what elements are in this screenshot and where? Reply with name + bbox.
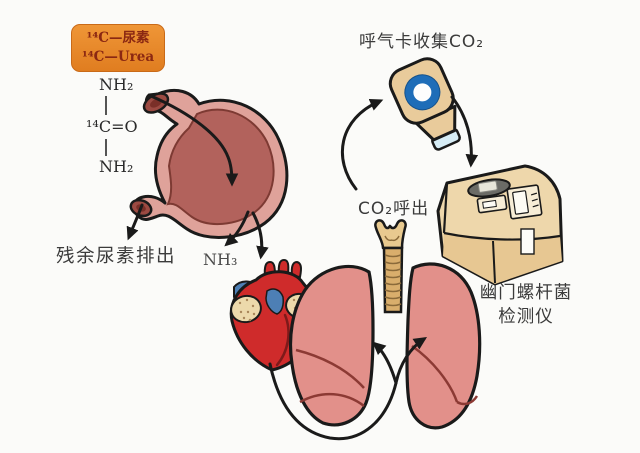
structure-nh2-top: NH₂ [99,75,134,94]
lungs-icon [288,262,482,430]
arrow-card-to-analyzer [450,95,479,168]
control-panel-right [506,184,543,220]
c14-urea-en: ¹⁴C—Urea [81,49,155,65]
right-lung [405,262,482,430]
ammonia-label: NH₃ [203,250,238,269]
arrow-co2-to-card [340,98,384,191]
arrow-to-heart [251,211,269,260]
structure-c14-o: ¹⁴C=O [86,117,138,136]
esophagus-cut-end [142,92,170,114]
trachea-larynx-icon [374,219,407,314]
sample-tray-slot [467,178,511,198]
stomach-cutaway-icon [129,88,289,239]
arrow-residual-urea-out [126,203,144,241]
control-panel-left [476,194,508,214]
left-lung [288,264,375,427]
arrow-into-left-lung [372,341,398,385]
co2-exhaled-label: CO₂呼出 [358,199,430,219]
flow-arrows [126,94,479,441]
card-insert-slot [520,228,535,255]
arrow-to-ammonia [224,210,250,247]
atrium-left [230,294,262,324]
analyzer-label-line2: 检测仪 [498,306,554,327]
breath-collection-card-icon [388,57,461,151]
analyzer-label-line1: 幽门螺杆菌 [479,283,573,303]
breath-card-collect-label: 呼气卡收集CO₂ [359,32,485,52]
residual-urea-label: 残余尿素排出 [56,246,177,267]
analyzer-label: 幽门螺杆菌 检测仪 [452,282,600,329]
larynx [374,219,407,250]
c14-urea-cn: ¹⁴C—尿素 [86,30,150,46]
c14-urea-label-box: ¹⁴C—尿素 ¹⁴C—Urea [71,24,165,72]
trachea-tube [382,246,404,314]
hp-detector-machine-icon [436,164,564,286]
arrow-into-right-lung [394,337,428,385]
structure-nh2-bottom: NH₂ [99,157,134,176]
curve-heart-to-lungs [268,362,398,441]
arrow-urea-into-stomach [149,94,239,187]
stomach-inner-wall [166,108,275,226]
